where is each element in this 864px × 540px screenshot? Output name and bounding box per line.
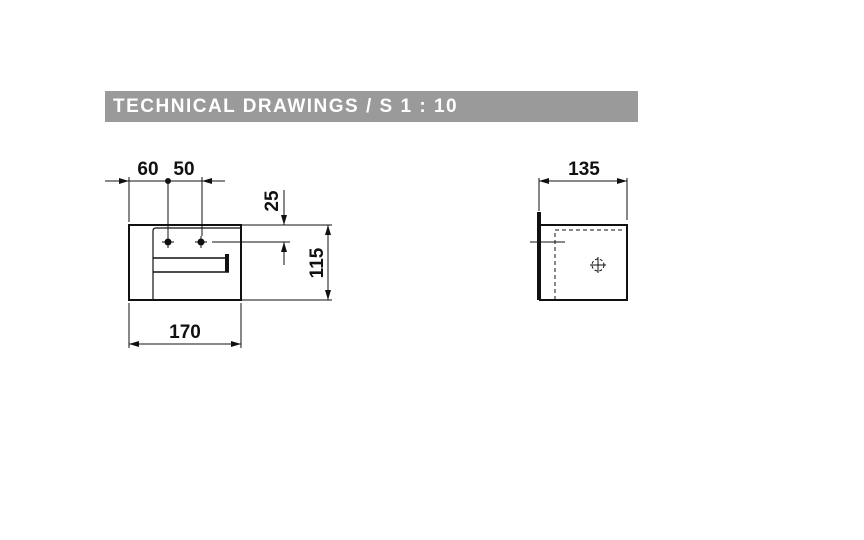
dim-50: 50 [173, 159, 194, 180]
dim-25: 25 [262, 190, 283, 212]
section-title: TECHNICAL DRAWINGS / S 1 : 10 [113, 96, 459, 117]
extension-lines [538, 178, 628, 220]
front-outline [128, 224, 242, 301]
section-header: TECHNICAL DRAWINGS / S 1 : 10 [105, 91, 638, 122]
rail-end [225, 254, 229, 272]
side-outline [539, 224, 628, 301]
extension-lines [128, 177, 203, 236]
dim-170: 170 [169, 322, 201, 343]
dim-60: 60 [137, 159, 158, 180]
dim-135: 135 [568, 159, 600, 180]
hidden-line [554, 229, 625, 300]
inner-panel [152, 227, 241, 300]
dim-115: 115 [307, 247, 328, 278]
fixing-point-icon [590, 257, 606, 273]
rail [153, 257, 229, 273]
mounting-hole-right [195, 236, 207, 248]
extension-lines [212, 224, 332, 301]
extension-lines [128, 303, 242, 348]
mounting-hole-left [162, 236, 174, 248]
front-view [105, 177, 332, 348]
side-view [530, 178, 628, 301]
